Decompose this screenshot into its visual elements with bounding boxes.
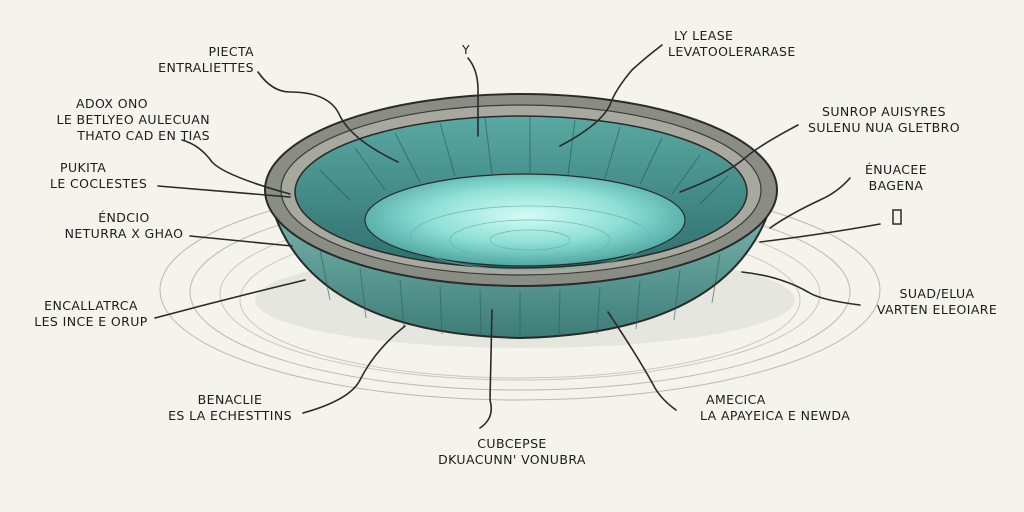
label-enuacee: ÉNUACEE BAGENA xyxy=(846,162,946,194)
label-line: SUAD/ELUA xyxy=(899,286,975,301)
label-line: NETURRA X GHAO xyxy=(64,226,184,241)
label-line: LY LEASE xyxy=(674,28,734,43)
label-line: CUBCEPSE xyxy=(477,436,547,451)
leader-benaclie xyxy=(302,325,406,414)
label-line: PIECTA xyxy=(208,44,254,59)
label-line: Y xyxy=(461,42,471,57)
label-line: SUNROP AUISYRES xyxy=(822,104,946,119)
label-line: DKUACUNN' VONUBRA xyxy=(438,452,586,467)
label-ly-lease: LY LEASE LEVATOOLERARASE xyxy=(668,28,818,60)
label-line: ADOX ONO xyxy=(76,96,148,111)
leader-cubcepse xyxy=(479,309,493,429)
label-suad: SUAD/ELUA VARTEN ELEOIARE xyxy=(862,286,1012,318)
leader-sunrop xyxy=(679,124,799,193)
leader-ly-lease xyxy=(559,44,663,147)
label-line: ENTRALIETTES xyxy=(158,60,254,75)
label-piecta: PIECTA ENTRALIETTES xyxy=(130,44,254,76)
label-line: LES INCE E ORUP xyxy=(34,314,148,329)
leader-side-mark xyxy=(759,223,881,243)
leader-lines xyxy=(154,44,881,429)
label-line: BAGENA xyxy=(868,178,924,193)
label-amecica: AMECICA LA APAYEICA E NEWDA xyxy=(700,392,870,424)
leader-encallatrca xyxy=(154,279,306,319)
label-pukita: PUKITA LE COCLESTES xyxy=(50,160,170,192)
label-line: BENACLIE xyxy=(197,392,263,407)
inner-wall-hatching xyxy=(319,117,729,205)
label-benaclie: BENACLIE ES LA ECHESTTINS xyxy=(160,392,300,424)
label-line: ES LA ECHESTTINS xyxy=(168,408,292,423)
label-cubcepse: CUBCEPSE DKUACUNN' VONUBRA xyxy=(422,436,602,468)
label-line: ENCALLATRCA xyxy=(44,298,138,313)
label-line: ÉNUACEE xyxy=(864,162,928,177)
leader-piecta xyxy=(257,71,399,163)
water-ripples xyxy=(409,205,651,271)
label-top-mark: Y xyxy=(456,42,476,58)
label-endcio: ÉNDCIO NETURRA X GHAO xyxy=(54,210,194,242)
label-line: THATO CAD EN TIAS xyxy=(77,128,210,143)
leader-pukita xyxy=(157,185,291,198)
label-line: ÉNDCIO xyxy=(98,210,150,225)
leader-endcio xyxy=(189,235,293,247)
label-line: LE BETLYEO AULECUAN xyxy=(56,112,210,127)
outer-wall-hatching xyxy=(319,249,721,337)
label-line: LA APAYEICA E NEWDA xyxy=(700,408,851,423)
side-marker-icon xyxy=(892,209,902,225)
label-line: SULENU NUA GLETBRO xyxy=(808,120,960,135)
label-line: LE COCLESTES xyxy=(50,176,148,191)
leader-amecica xyxy=(607,311,677,411)
label-line: LEVATOOLERARASE xyxy=(668,44,796,59)
leader-suad xyxy=(741,271,861,306)
label-line: AMECICA xyxy=(706,392,766,407)
leader-top xyxy=(467,57,479,137)
label-adox: ADOX ONO LE BETLYEO AULECUAN THATO CAD E… xyxy=(20,96,210,144)
label-line: PUKITA xyxy=(60,160,107,175)
leader-adox xyxy=(181,139,291,195)
leader-enuacee xyxy=(769,177,851,229)
label-sunrop: SUNROP AUISYRES SULENU NUA GLETBRO xyxy=(796,104,972,136)
label-encallatrca: ENCALLATRCA LES INCE E ORUP xyxy=(26,298,156,330)
label-line: VARTEN ELEOIARE xyxy=(876,302,998,317)
